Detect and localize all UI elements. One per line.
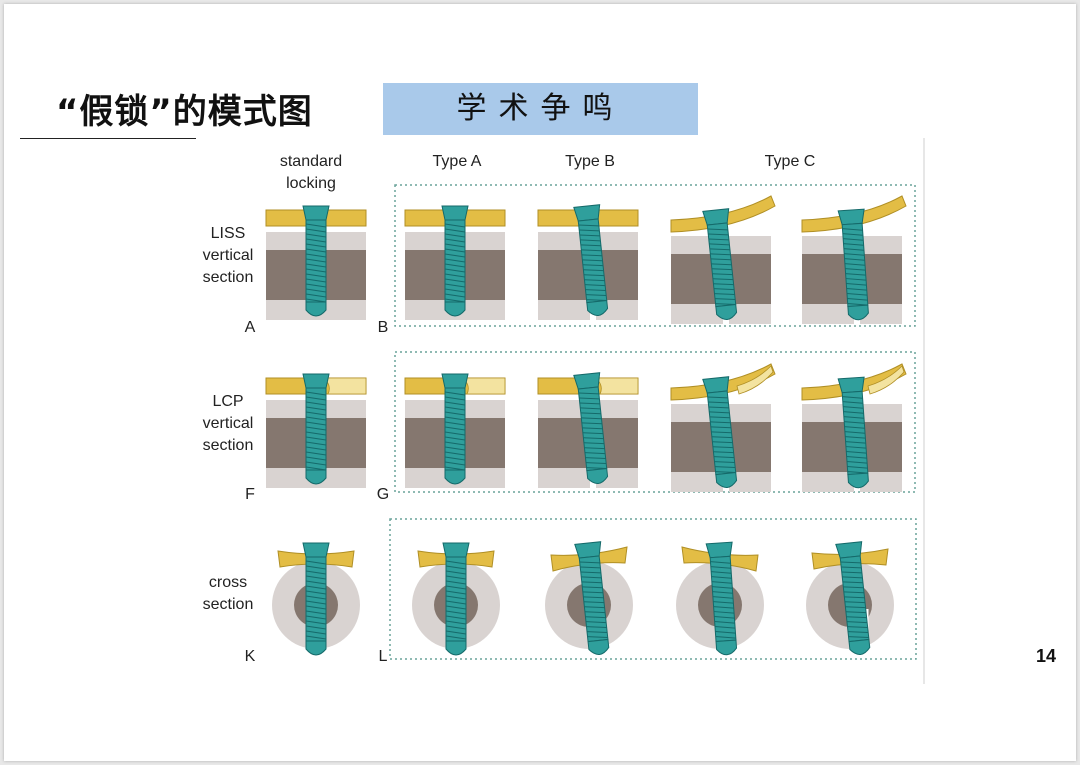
locking-screw <box>573 372 609 484</box>
panel-letter: B <box>378 319 389 336</box>
vertical-section-panel <box>265 373 367 488</box>
vertical-section-panel <box>670 363 776 492</box>
section-badge: 学术争鸣 <box>383 83 698 135</box>
type-group-frame <box>394 351 916 493</box>
panel-letter: F <box>245 486 255 503</box>
locking-screw <box>442 542 470 656</box>
type-group-frame <box>394 184 916 327</box>
locking-screw <box>441 205 469 317</box>
locking-screw <box>302 542 330 656</box>
vertical-section-panel <box>537 372 639 488</box>
type-group-frame <box>389 518 917 660</box>
locking-screw <box>302 205 330 317</box>
vertical-section-panel <box>404 205 506 320</box>
badge-text: 学术争鸣 <box>456 91 625 126</box>
locking-screw <box>705 541 738 656</box>
locking-screw <box>302 373 330 485</box>
col-header-type-a: Type A <box>433 153 482 170</box>
locking-screw <box>837 208 869 321</box>
panel-letter: G <box>377 486 389 503</box>
col-header-type-b: Type B <box>565 153 615 170</box>
vertical-section-panel <box>537 204 639 320</box>
locking-screw <box>835 541 871 655</box>
col-header-type-c: Type C <box>765 153 816 170</box>
cross-section-panel <box>272 542 360 656</box>
slide-title: “假锁”的模式图 <box>56 92 313 132</box>
locking-screw <box>702 208 738 320</box>
locking-screw <box>441 373 469 485</box>
locking-screw <box>573 204 609 316</box>
slide: “假锁”的模式图 学术争鸣 14 <box>4 4 1076 761</box>
vertical-section-panel <box>801 363 907 492</box>
title-underline <box>20 138 196 139</box>
panel-letter: K <box>245 648 256 665</box>
locking-screw <box>574 541 610 655</box>
locking-screw <box>837 376 869 489</box>
cross-section-panel <box>676 541 764 656</box>
locking-screw <box>702 376 738 488</box>
vertical-section-panel <box>801 195 907 324</box>
panel-letter: A <box>245 319 256 336</box>
cross-section-panel <box>806 541 894 655</box>
cross-section-panel <box>412 542 500 656</box>
vertical-section-panel <box>404 373 506 488</box>
vertical-section-panel <box>265 205 367 320</box>
cross-section-panel <box>545 541 633 655</box>
panel-letter: L <box>379 648 388 665</box>
vertical-section-panel <box>670 195 776 324</box>
page-number: 14 <box>1036 646 1057 666</box>
